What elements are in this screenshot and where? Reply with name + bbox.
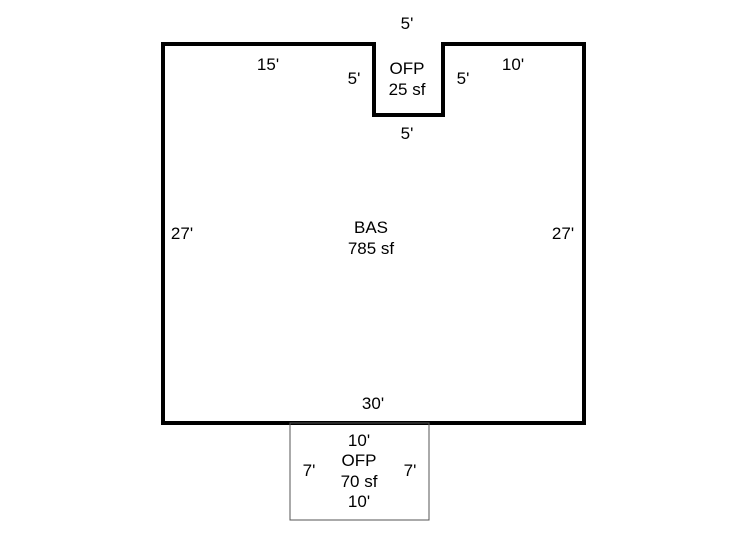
bottom-porch-top-dim: 10' xyxy=(348,431,370,450)
bas-top-left-dim: 15' xyxy=(257,55,279,74)
top-porch-top-dim: 5' xyxy=(401,14,414,33)
bottom-porch-size: 70 sf xyxy=(341,472,378,491)
bottom-porch-bottom-dim: 10' xyxy=(348,492,370,511)
bas-left-dim: 27' xyxy=(171,224,193,243)
bas-size: 785 sf xyxy=(348,239,395,258)
bas-top-right-dim: 10' xyxy=(502,55,524,74)
top-porch-size: 25 sf xyxy=(389,80,426,99)
top-porch-bottom-dim: 5' xyxy=(401,124,414,143)
bottom-porch-outline xyxy=(289,422,430,521)
bottom-porch-code: OFP xyxy=(342,451,377,470)
top-porch-left-dim: 5' xyxy=(348,69,361,88)
bottom-porch-left-dim: 7' xyxy=(303,461,316,480)
bas-code: BAS xyxy=(354,218,388,237)
top-porch-code: OFP xyxy=(390,59,425,78)
top-porch-right-dim: 5' xyxy=(457,69,470,88)
bas-right-dim: 27' xyxy=(552,224,574,243)
bas-bottom-dim: 30' xyxy=(362,394,384,413)
bottom-porch-right-dim: 7' xyxy=(404,461,417,480)
